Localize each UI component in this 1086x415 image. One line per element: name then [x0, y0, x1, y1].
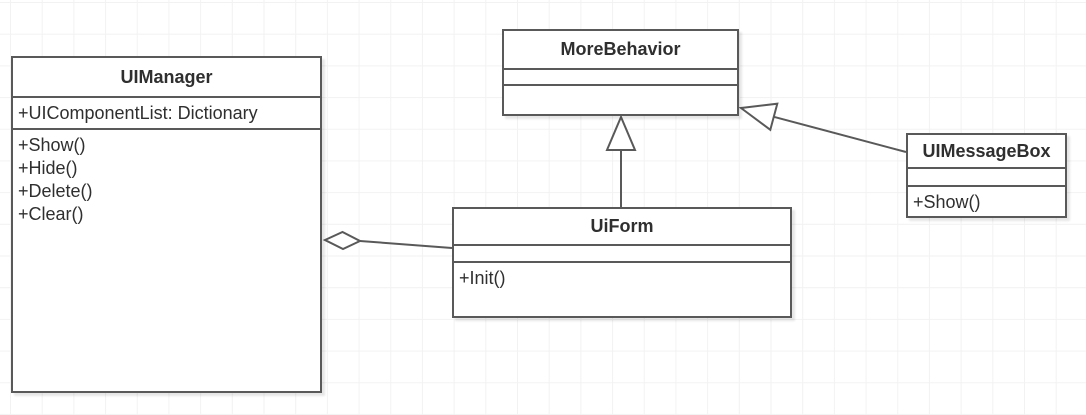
class-uimessagebox-title: UIMessageBox: [908, 135, 1065, 169]
class-morebehavior-methods: [504, 86, 737, 90]
class-morebehavior-attributes: [504, 70, 737, 86]
class-uiform[interactable]: UiForm +Init(): [452, 207, 792, 318]
class-uimanager[interactable]: UIManager +UIComponentList: Dictionary +…: [11, 56, 322, 393]
method-item: +Delete(): [18, 181, 93, 201]
method-item: +Show(): [913, 192, 981, 212]
class-uiform-attributes: [454, 246, 790, 263]
attribute-item: +UIComponentList: Dictionary: [18, 102, 258, 123]
method-item: +Hide(): [18, 158, 78, 178]
class-uimessagebox[interactable]: UIMessageBox +Show(): [906, 133, 1067, 218]
class-morebehavior[interactable]: MoreBehavior: [502, 29, 739, 116]
aggregation-uimanager-uiform[interactable]: [322, 230, 453, 251]
class-uimanager-title: UIManager: [13, 58, 320, 98]
class-uiform-title: UiForm: [454, 209, 790, 246]
generalization-uimessagebox-morebehavior[interactable]: [738, 102, 907, 153]
hollow-triangle-arrowhead: [605, 114, 637, 151]
class-uimanager-attributes: +UIComponentList: Dictionary: [13, 98, 320, 130]
class-uimanager-methods: +Show() +Hide() +Delete() +Clear(): [13, 130, 320, 226]
method-item: +Clear(): [18, 204, 84, 224]
method-item: +Show(): [18, 135, 86, 155]
hollow-triangle-arrowhead: [738, 102, 779, 132]
generalization-uiform-morebehavior[interactable]: [605, 114, 637, 207]
class-uimessagebox-methods: +Show(): [908, 187, 1065, 214]
class-uiform-methods: +Init(): [454, 263, 790, 290]
method-item: +Init(): [459, 268, 506, 288]
class-uimessagebox-attributes: [908, 169, 1065, 187]
hollow-diamond: [322, 230, 363, 251]
class-morebehavior-title: MoreBehavior: [504, 31, 737, 70]
